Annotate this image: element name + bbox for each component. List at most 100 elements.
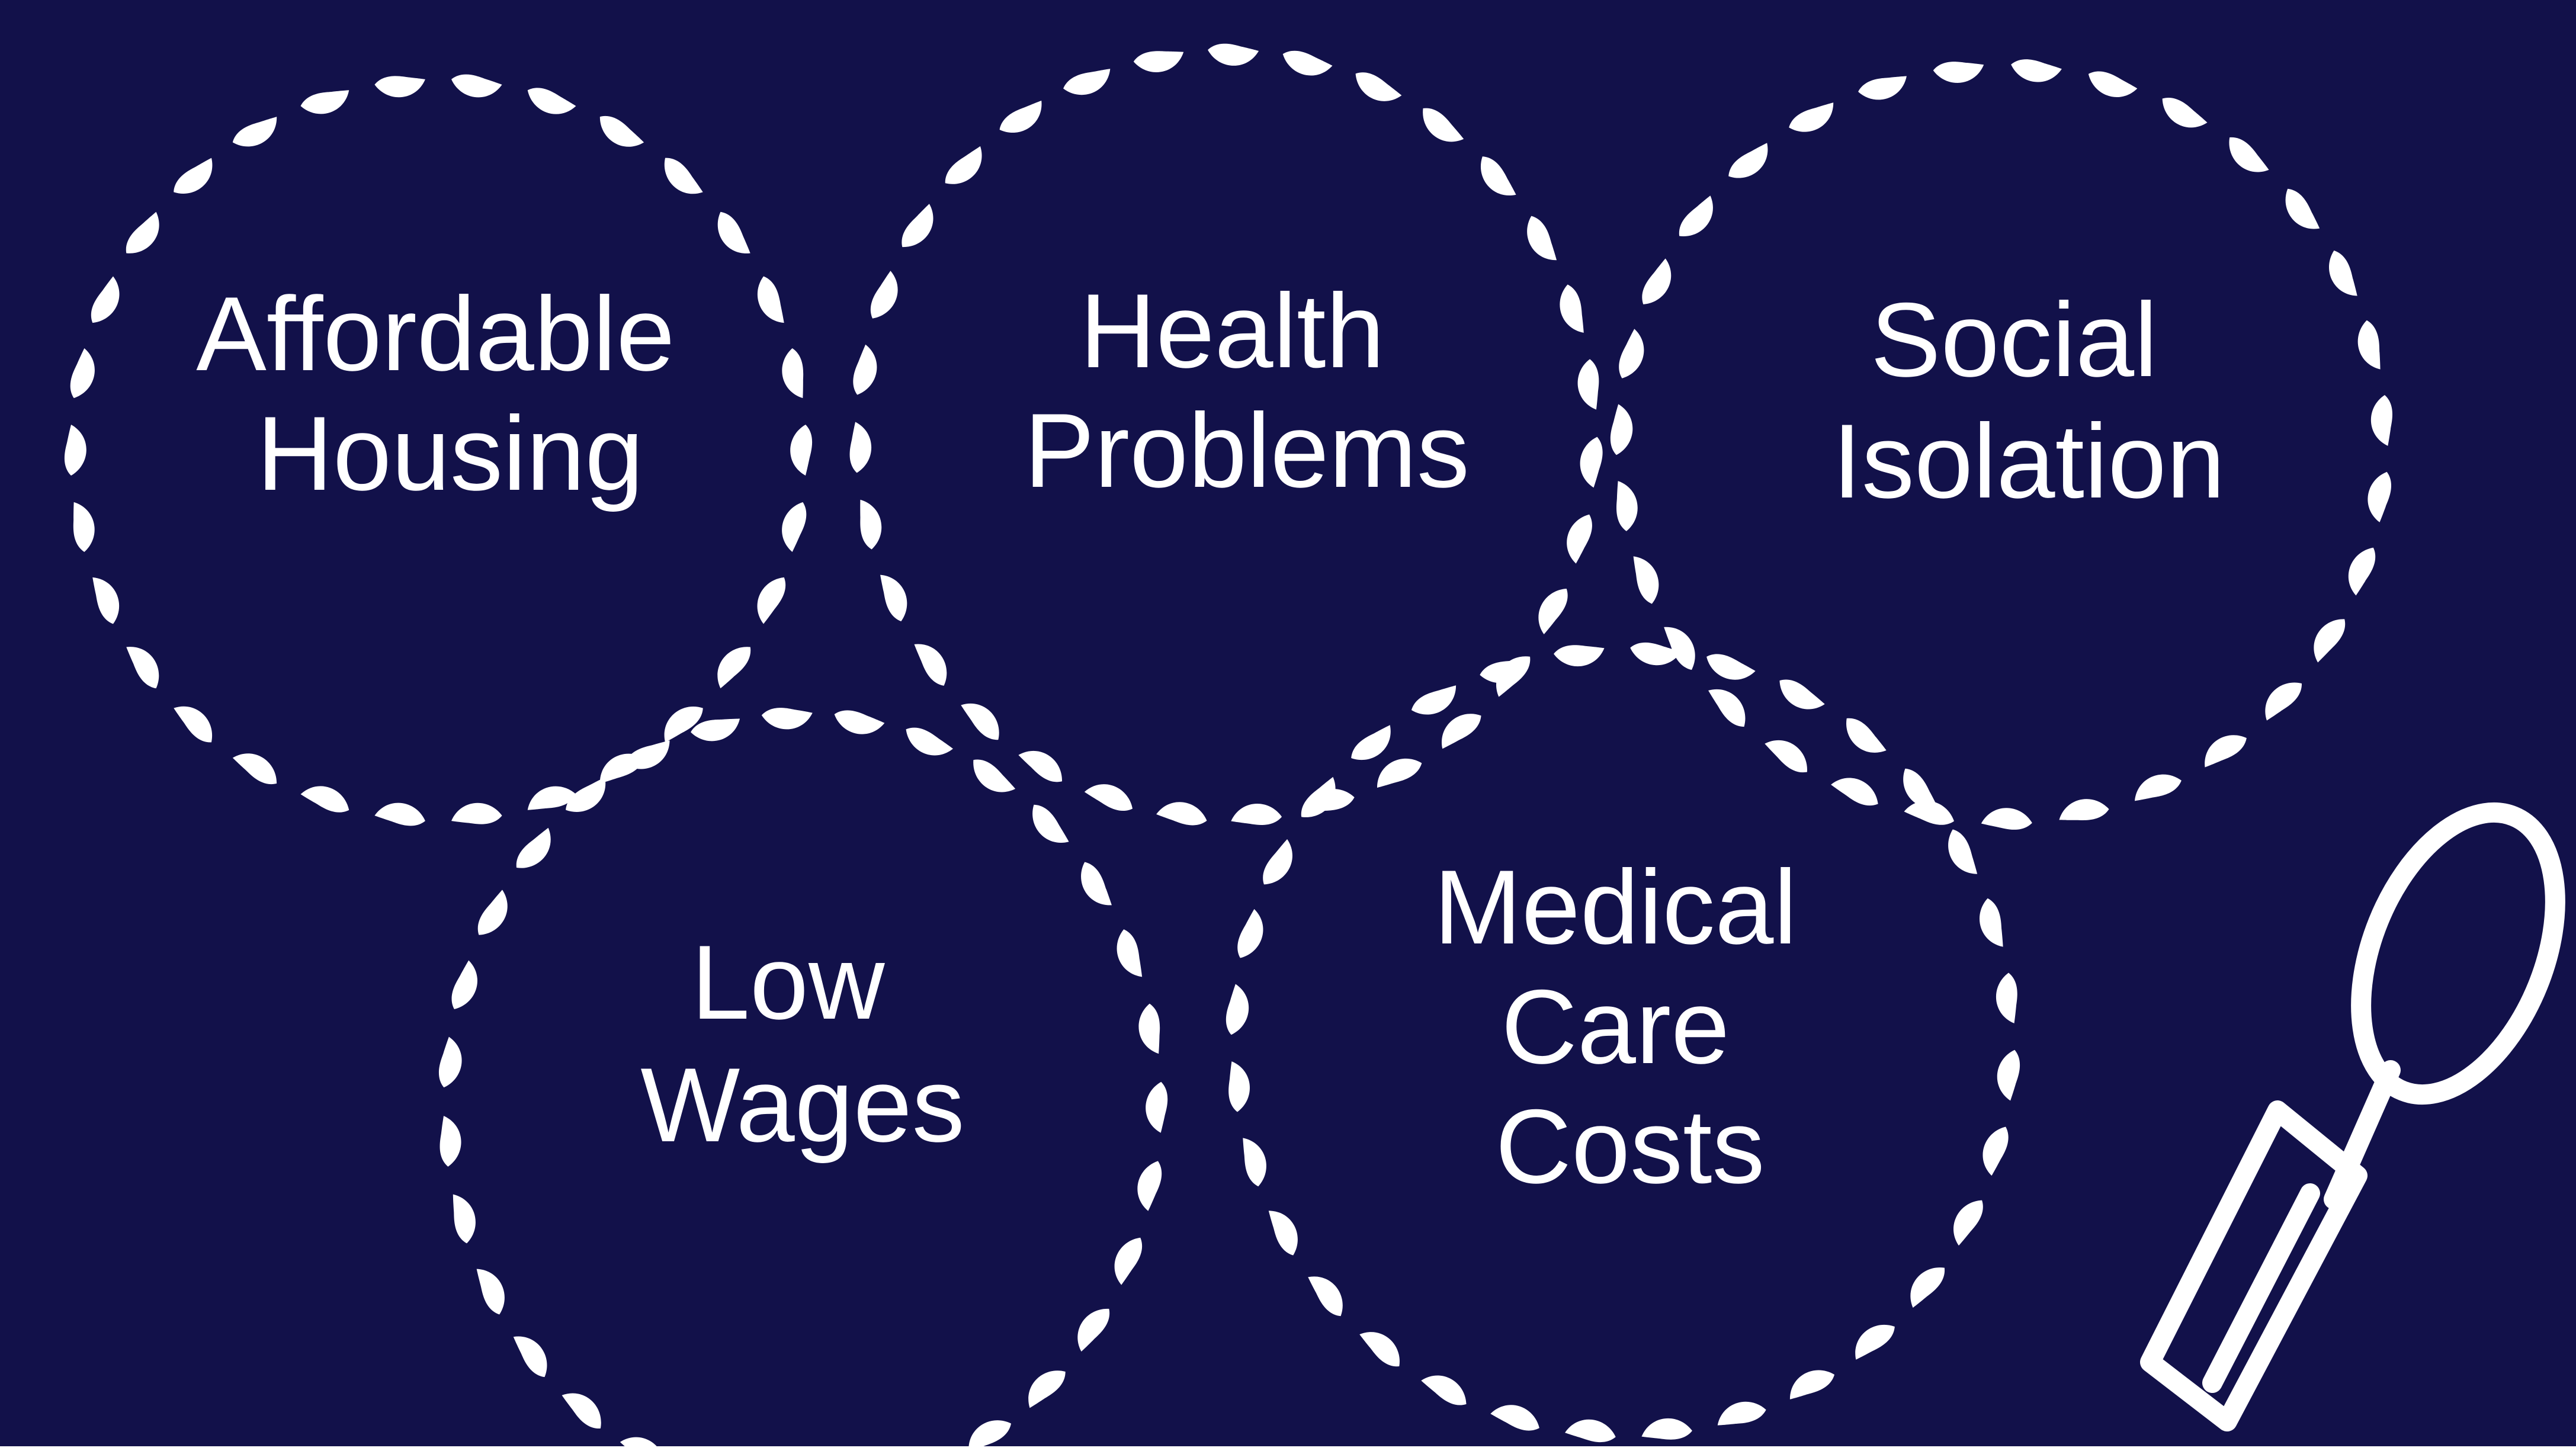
bead-mark — [374, 76, 425, 98]
bead-mark — [440, 1116, 461, 1167]
bead-mark — [1765, 740, 1807, 773]
bead-mark — [1263, 839, 1292, 885]
bead-mark — [961, 703, 999, 740]
magnifying-glass-icon — [2140, 802, 2565, 1431]
bead-mark — [1855, 1324, 1895, 1360]
bead-mark — [1996, 972, 2017, 1023]
bead-mark — [126, 211, 159, 253]
bead-mark — [1580, 436, 1603, 488]
bead-mark — [92, 577, 120, 624]
label-line: Isolation — [1833, 402, 2225, 520]
bead-mark — [374, 802, 425, 826]
bead-mark — [451, 960, 477, 1010]
bead-mark — [880, 574, 907, 622]
bead-mark — [476, 1269, 505, 1315]
bead-mark — [1226, 984, 1249, 1035]
bead-mark — [527, 786, 576, 810]
bead-mark — [1063, 69, 1111, 95]
bead-mark — [1421, 1375, 1467, 1405]
bead-mark — [664, 707, 703, 743]
bead-mark — [1377, 758, 1422, 788]
bead-mark — [1616, 481, 1638, 531]
bead-mark — [562, 1393, 601, 1428]
bead-mark — [232, 117, 277, 147]
bead-mark — [2205, 735, 2247, 768]
bead-mark — [1831, 778, 1878, 806]
bead-mark — [968, 1420, 1012, 1451]
bead-mark — [1117, 929, 1143, 977]
bead-mark — [1028, 1370, 1066, 1408]
bead-mark — [906, 727, 954, 756]
bead-mark — [1480, 659, 1529, 683]
bead-mark — [1231, 804, 1282, 825]
bead-mark — [64, 425, 86, 476]
label-social-isolation: Social Isolation — [1833, 281, 2225, 520]
bead-mark — [2285, 188, 2320, 229]
bead-mark — [438, 1036, 462, 1088]
bead-mark — [1133, 51, 1184, 73]
bead-mark — [1779, 679, 1825, 710]
bead-mark — [73, 502, 95, 552]
bead-mark — [126, 647, 159, 689]
bead-mark — [1442, 714, 1481, 749]
ring-medical-care-costs — [1226, 643, 2020, 1442]
bead-mark — [1641, 1418, 1692, 1440]
label-line: Costs — [1496, 1087, 1765, 1205]
bead-mark — [1138, 1003, 1160, 1054]
bead-mark — [232, 753, 277, 785]
bead-rings — [64, 43, 2392, 1451]
bead-mark — [2368, 471, 2392, 522]
bead-mark — [1268, 1211, 1298, 1256]
bead-mark — [2088, 71, 2138, 97]
bead-mark — [1789, 1370, 1835, 1399]
bead-mark — [757, 276, 784, 323]
bead-mark — [477, 890, 508, 935]
bead-mark — [973, 759, 1016, 792]
bead-mark — [664, 158, 703, 194]
bead-mark — [1208, 43, 1259, 66]
bead-mark — [1933, 62, 1984, 83]
bead-mark — [1156, 802, 1207, 826]
bead-mark — [757, 577, 786, 624]
bead-mark — [1018, 750, 1063, 782]
label-affordable-housing: Affordable Housing — [196, 275, 704, 512]
bead-mark — [513, 1336, 547, 1378]
bead-mark — [945, 146, 982, 184]
bead-mark — [853, 344, 877, 395]
bead-mark — [1642, 258, 1672, 304]
bead-mark — [2229, 137, 2269, 172]
bead-mark — [914, 644, 947, 686]
bead-mark — [1137, 1161, 1162, 1211]
bead-mark — [1980, 898, 2003, 947]
bead-mark — [1480, 156, 1516, 195]
bead-mark — [1610, 404, 1633, 455]
bead-mark — [782, 348, 804, 399]
bead-mark — [691, 718, 740, 741]
bead-mark — [2011, 59, 2062, 82]
bead-mark — [849, 422, 872, 473]
bead-mark — [1953, 1200, 1983, 1246]
bead-mark — [1554, 645, 1605, 666]
label-health-problems: Health Problems — [1024, 272, 1470, 509]
bead-mark — [1282, 50, 1333, 76]
bead-mark — [2370, 394, 2392, 446]
bead-mark — [1903, 768, 1938, 808]
label-line: Care — [1501, 968, 1730, 1086]
bead-mark — [453, 1194, 476, 1244]
ring-low-wages — [438, 708, 1168, 1451]
bead-mark — [1351, 725, 1391, 760]
bead-mark — [2135, 774, 2182, 801]
bead-mark — [717, 647, 751, 689]
label-line: Health — [1080, 272, 1385, 390]
bead-mark — [1114, 1237, 1143, 1285]
bead-mark — [624, 740, 670, 769]
bead-mark — [70, 348, 95, 399]
bead-mark — [1619, 329, 1644, 378]
bead-mark — [527, 88, 576, 114]
label-line: Housing — [256, 394, 643, 512]
bead-mark — [834, 710, 885, 734]
bead-mark — [2265, 682, 2302, 721]
bead-mark — [870, 271, 898, 319]
